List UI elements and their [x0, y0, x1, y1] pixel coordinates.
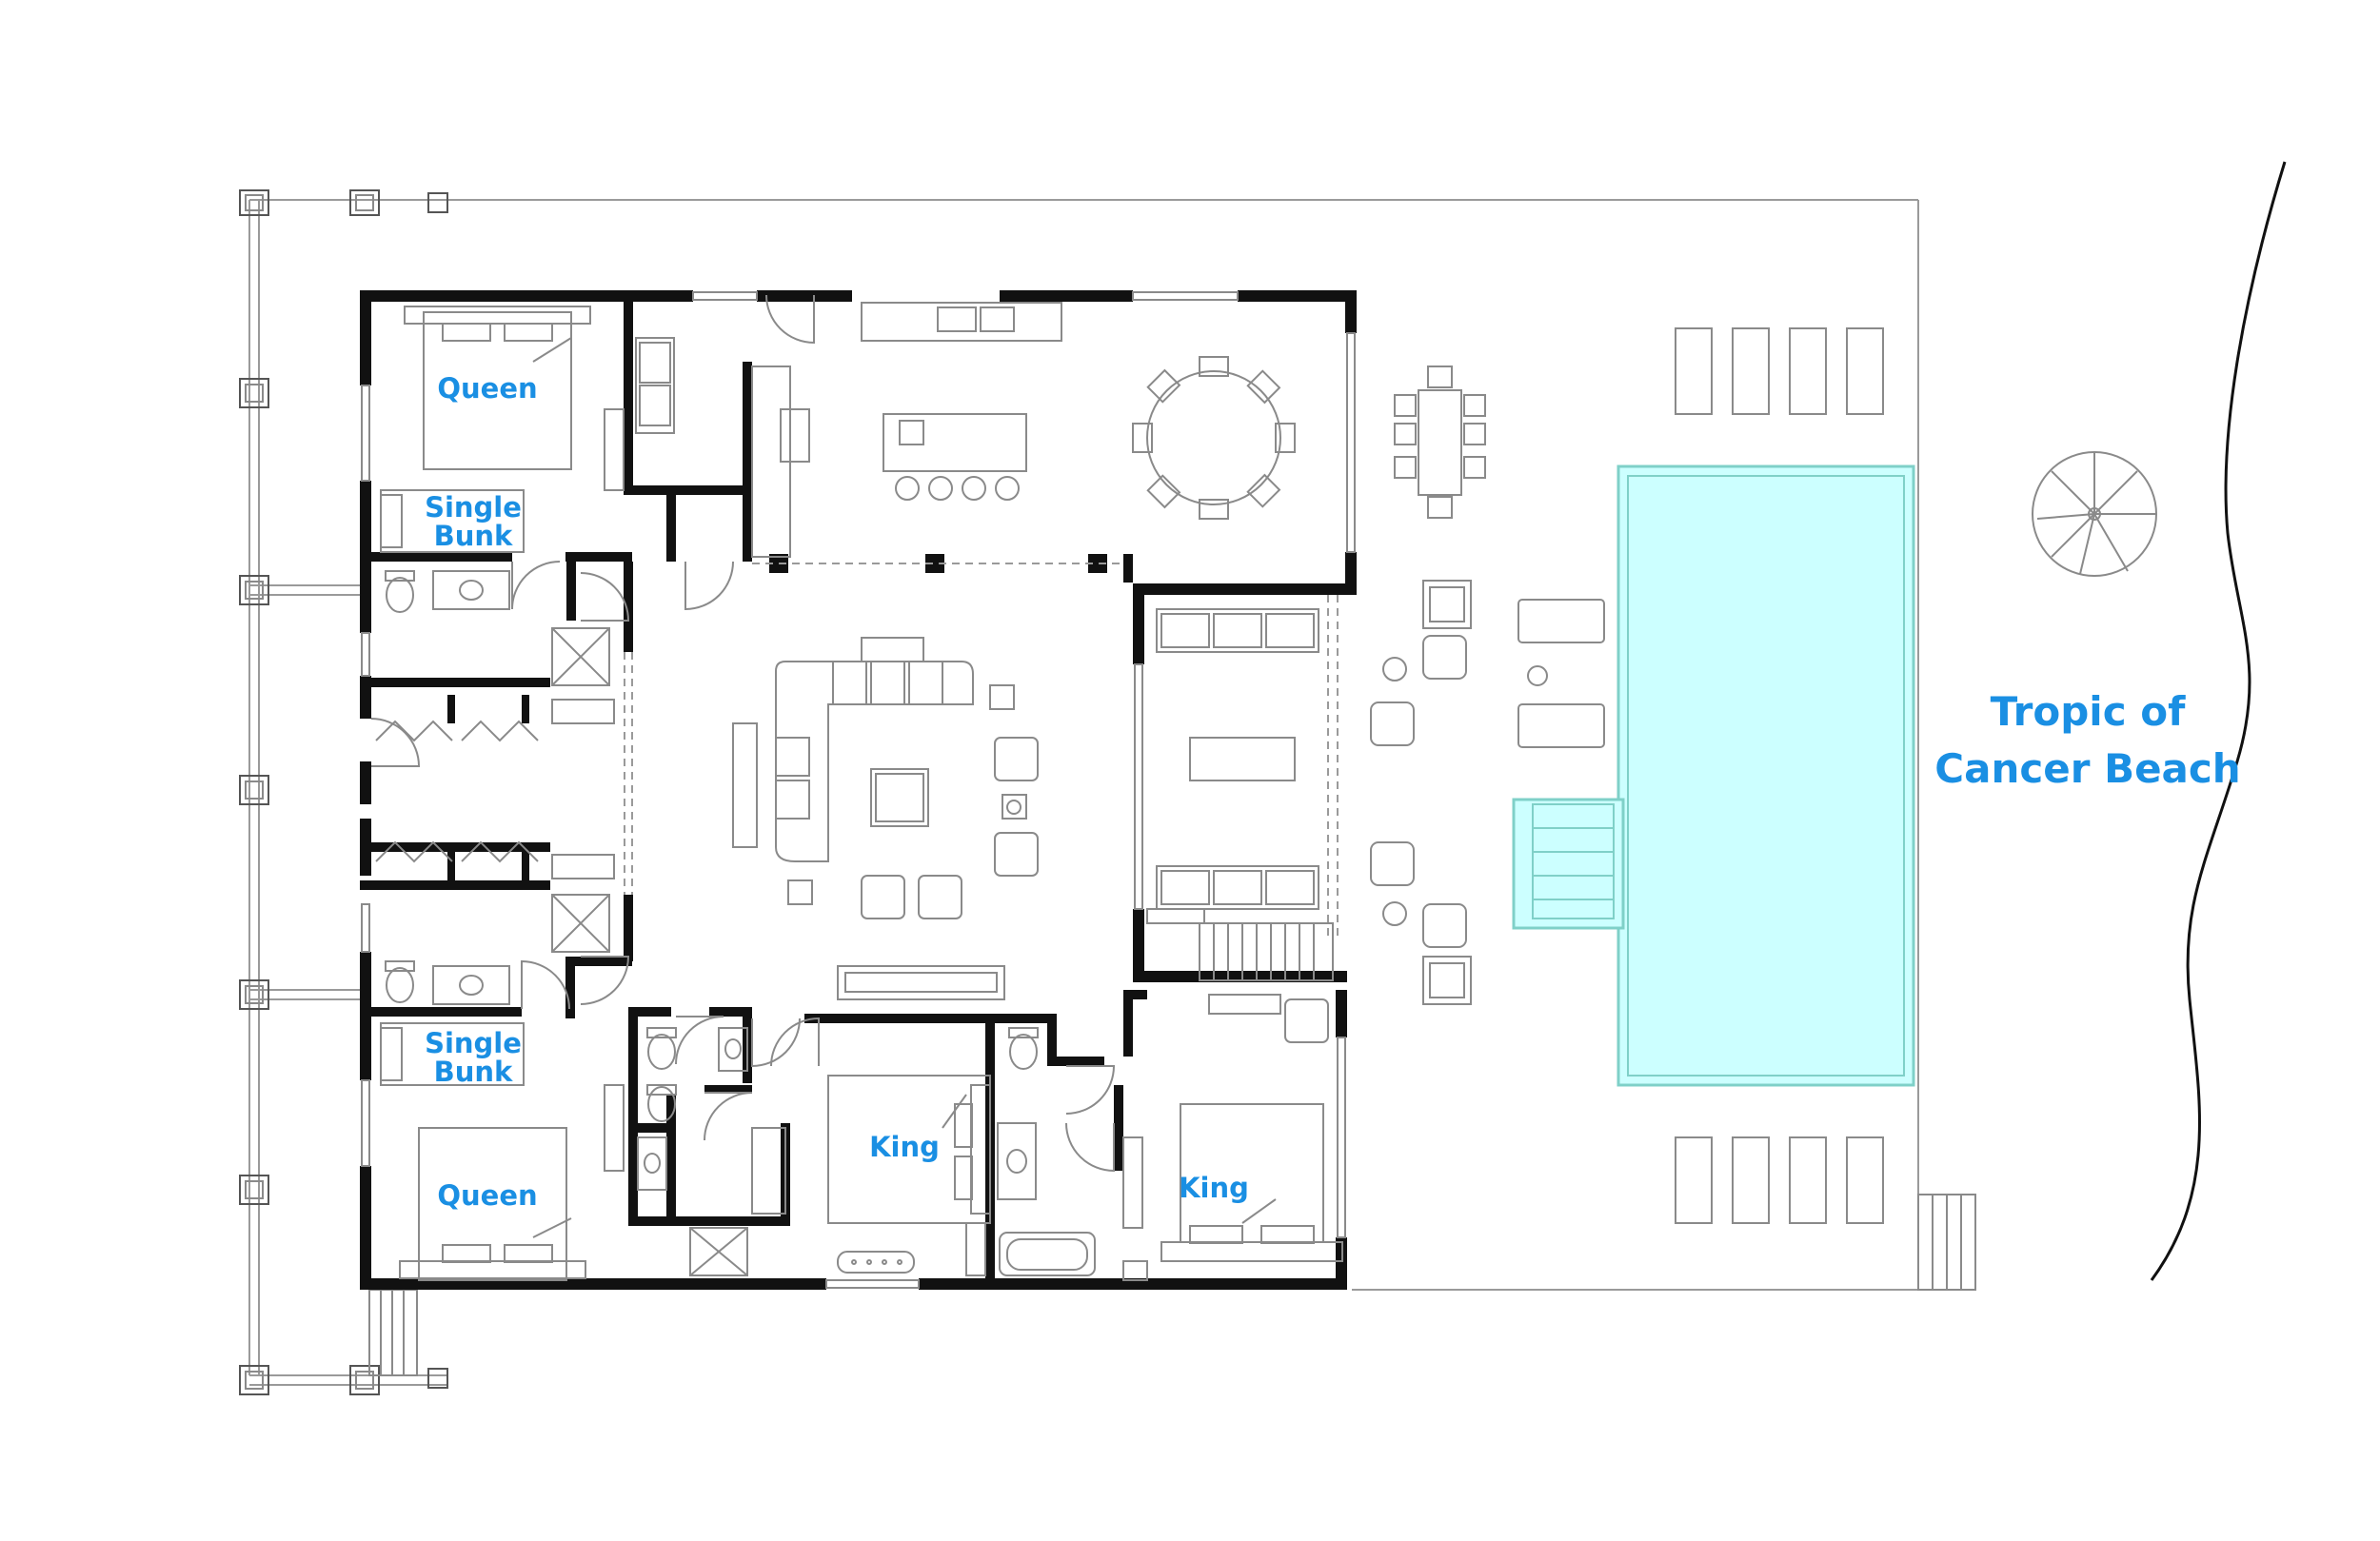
queen-bed-bottom	[399, 1084, 625, 1281]
room-label-king-center: King	[869, 1131, 940, 1163]
room-label-queen-bottom: Queen	[437, 1179, 537, 1212]
interior-walls	[360, 290, 1147, 1280]
entry-steps	[368, 1289, 418, 1376]
media-room	[1146, 608, 1334, 981]
closet-doors	[375, 720, 539, 863]
room-label-bunk-bottom-2: Bunk	[434, 1056, 513, 1088]
pool	[1512, 464, 1915, 1087]
shoreline	[2150, 161, 2287, 1281]
bunk-top	[380, 489, 525, 553]
king-bed-center	[827, 1075, 991, 1276]
deck-steps-right	[1917, 1194, 1976, 1291]
sun-loungers	[1517, 327, 1884, 1224]
room-label-bunk-top-1: Single	[425, 491, 522, 524]
king-bed-right	[1122, 994, 1343, 1281]
beach-umbrella	[2032, 451, 2157, 577]
exterior-walls	[360, 290, 1357, 1290]
dashed-openings	[624, 563, 1339, 938]
beach-label-line2: Cancer Beach	[1934, 745, 2240, 792]
dining-table	[1132, 356, 1296, 520]
room-label-bunk-top-2: Bunk	[434, 520, 513, 552]
kitchen	[635, 302, 1062, 558]
patio-lounge	[1370, 580, 1548, 1005]
patio-dining	[1394, 365, 1486, 519]
deck-posts	[239, 189, 448, 1395]
hall-builtins	[551, 699, 615, 953]
living-room	[732, 637, 1039, 1000]
windows	[361, 291, 1356, 1289]
beach-label-line1: Tropic of	[1991, 688, 2186, 735]
queen-bed-top	[404, 306, 625, 491]
bath-right	[997, 1027, 1096, 1276]
bath-top-left	[385, 570, 610, 686]
room-label-bunk-bottom-1: Single	[425, 1027, 522, 1059]
room-label-king-right: King	[1179, 1172, 1249, 1204]
bunk-bottom	[380, 1022, 525, 1086]
doors	[370, 294, 1116, 1173]
room-label-queen-top: Queen	[437, 372, 537, 405]
bath-bottom-left	[385, 960, 510, 1005]
bath-bottom-center	[637, 1027, 786, 1276]
